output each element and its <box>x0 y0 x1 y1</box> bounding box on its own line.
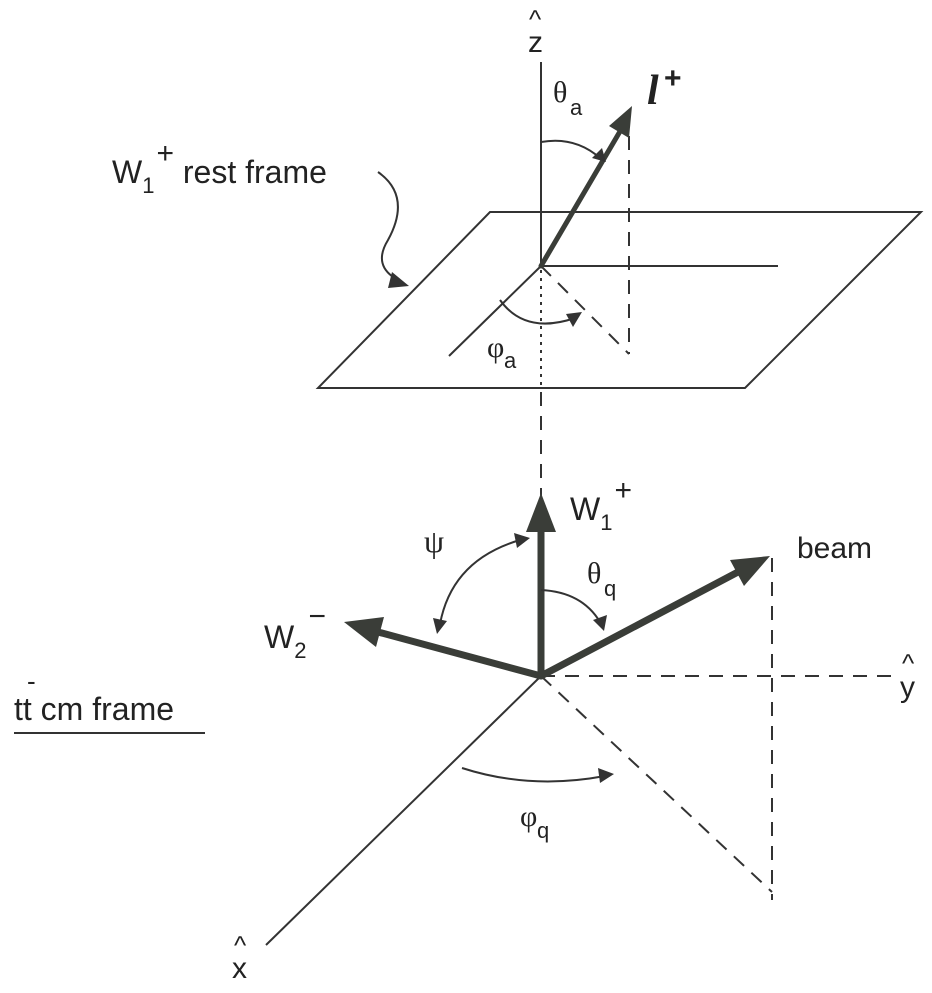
lepton-projection-line <box>540 265 630 355</box>
phi-q-label: φ <box>520 800 537 833</box>
x-axis-hat: ^ <box>234 930 247 960</box>
x-axis-label: x <box>232 952 247 985</box>
z-axis-hat: ^ <box>529 4 542 34</box>
theta-a-arc-head <box>592 148 606 162</box>
beam-arrowhead <box>730 556 770 586</box>
rest-frame-group: ^ z l + θ a φ a W1+ rest frame <box>112 4 924 390</box>
theta-a-arc <box>540 139 601 159</box>
rest-frame-plane <box>315 211 924 389</box>
cm-frame-label: tt cm frame <box>14 691 174 727</box>
w1-arrowhead <box>526 493 556 532</box>
phi-q-arc <box>461 767 606 783</box>
y-axis-label: y <box>900 671 915 704</box>
rest-frame-pointer <box>377 171 399 281</box>
w2-arrowhead <box>344 617 384 647</box>
beam-vector <box>537 568 742 680</box>
theta-a-sub: a <box>570 95 583 120</box>
phi-a-arc-head <box>566 312 582 327</box>
cm-frame-bar: - <box>27 666 36 696</box>
theta-q-arc-head <box>593 615 607 631</box>
phi-a-label: φ <box>487 331 504 364</box>
psi-arc-head-top <box>514 533 530 548</box>
lepton-vector <box>538 125 625 269</box>
psi-arc <box>439 539 521 625</box>
cm-frame-group: W1+ W2− ψ θ q φ q beam ^ y ^ x - tt cm f… <box>14 474 915 985</box>
rest-frame-pointer-head <box>388 272 409 288</box>
lepton-arrowhead <box>609 106 632 138</box>
z-axis-label: z <box>528 26 543 59</box>
phi-q-sub: q <box>537 818 549 843</box>
psi-arc-head-bottom <box>433 618 447 634</box>
beam-projection-line <box>540 675 773 893</box>
rest-frame-label: W1+ rest frame <box>112 137 327 198</box>
y-axis-hat: ^ <box>902 648 915 678</box>
lepton-sup: + <box>664 62 682 95</box>
theta-q-label: θ <box>587 557 601 590</box>
w2-vector <box>374 628 545 680</box>
phi-a-arc <box>499 299 576 325</box>
phi-a-sub: a <box>504 348 517 373</box>
lepton-label: l <box>647 68 659 114</box>
w1-label: W1+ <box>570 474 632 535</box>
theta-q-sub: q <box>604 576 616 601</box>
psi-label: ψ <box>424 523 444 559</box>
w2-label: W2− <box>264 600 326 663</box>
beam-label: beam <box>797 532 872 565</box>
rest-frame-x-line <box>448 265 542 357</box>
theta-a-label: θ <box>553 76 567 109</box>
theta-q-arc <box>540 589 601 623</box>
x-axis <box>265 675 542 946</box>
phi-q-arc-head <box>598 768 614 783</box>
